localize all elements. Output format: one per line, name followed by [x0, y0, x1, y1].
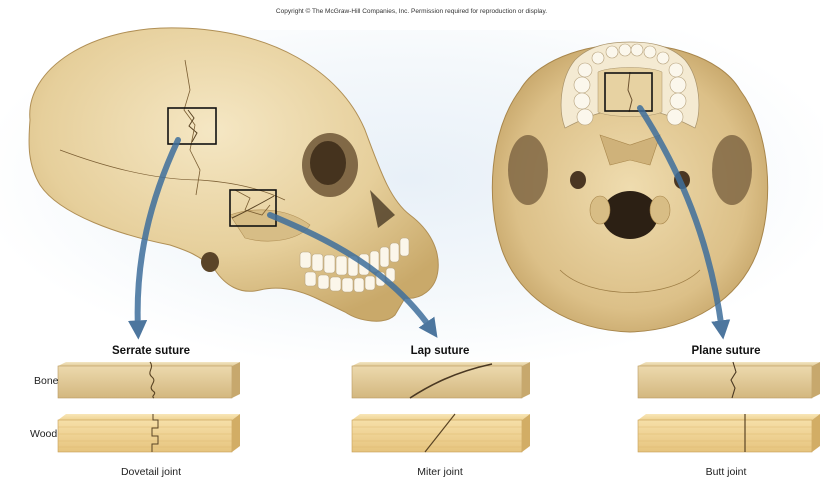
- lateral-skull-illustration: [29, 28, 438, 321]
- miter-joint-caption: Miter joint: [360, 466, 520, 478]
- bone-block-plane: [638, 362, 820, 398]
- row-label-wood: Wood: [30, 428, 57, 440]
- wood-block-butt: [638, 414, 820, 452]
- wood-block-miter: [352, 414, 530, 452]
- dovetail-joint-caption: Dovetail joint: [71, 466, 231, 478]
- wood-block-dovetail: [58, 414, 240, 452]
- lap-suture-title: Lap suture: [360, 345, 520, 357]
- bone-block-serrate: [58, 362, 240, 398]
- serrate-suture-title: Serrate suture: [71, 345, 231, 357]
- plane-suture-title: Plane suture: [646, 345, 806, 357]
- bone-block-lap: [352, 362, 530, 398]
- row-label-bone: Bone: [34, 375, 59, 387]
- inferior-skull-illustration: [492, 42, 767, 332]
- butt-joint-caption: Butt joint: [646, 466, 806, 478]
